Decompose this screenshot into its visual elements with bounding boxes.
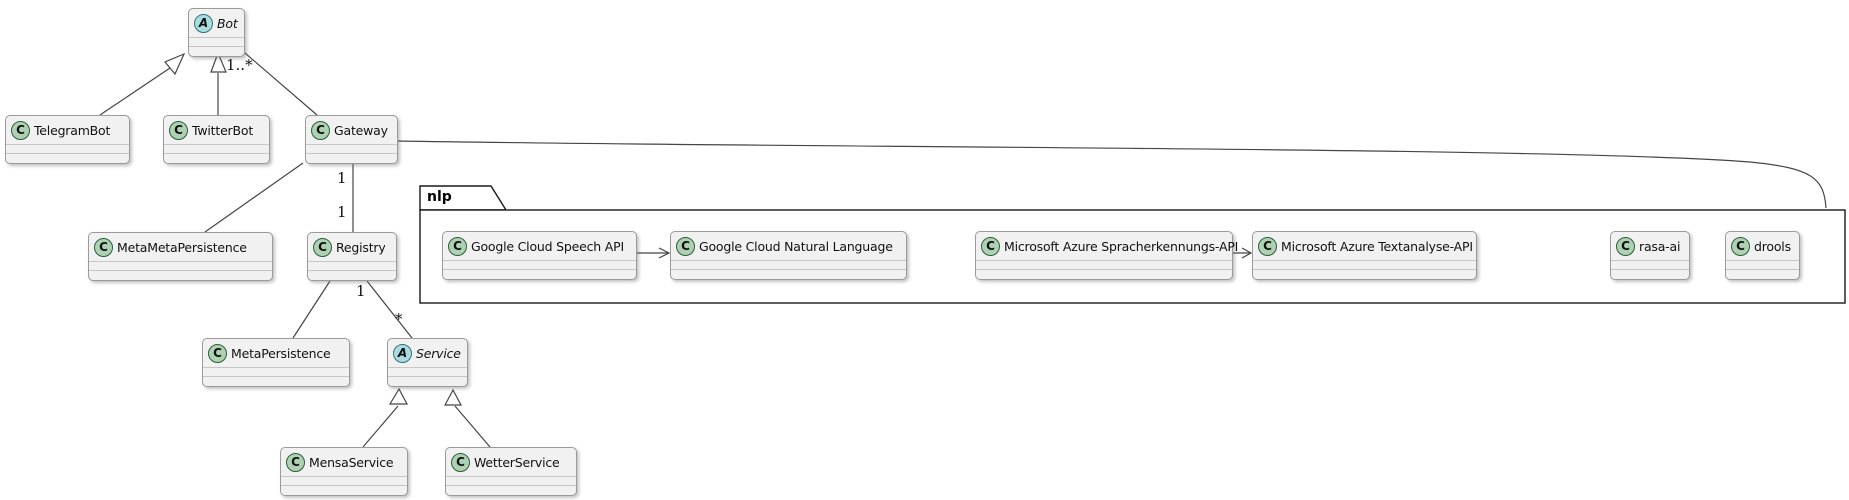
class-name: TwitterBot	[192, 122, 254, 138]
class-icon: C	[451, 452, 470, 472]
class-name: MetaMetaPersistence	[117, 239, 247, 255]
class-icon: C	[94, 237, 113, 257]
class-icon: C	[981, 236, 1000, 256]
multiplicity-label: *	[395, 310, 403, 328]
edge-gateway-metametapersistence	[204, 162, 304, 233]
class-name: Google Cloud Speech API	[471, 238, 624, 254]
abstract-icon: A	[194, 13, 213, 33]
class-name: Microsoft Azure Textanalyse-API	[1281, 238, 1473, 254]
class-name: WetterService	[474, 454, 560, 470]
class-icon: C	[676, 236, 695, 256]
package-nlp-label: nlp	[427, 189, 452, 205]
class-icon: C	[286, 452, 305, 472]
class-name: MensaService	[309, 454, 394, 470]
class-name: Bot	[217, 15, 238, 31]
multiplicity-label: 1	[356, 282, 366, 300]
class-name: Google Cloud Natural Language	[699, 238, 893, 254]
class-icon: C	[1258, 236, 1277, 256]
class-icon: C	[1731, 236, 1750, 256]
edge-registry-service	[366, 280, 413, 339]
edge-telegrambot-bot	[99, 52, 186, 116]
class-name: drools	[1754, 238, 1791, 254]
class-name: MetaPersistence	[231, 345, 331, 361]
class-name: TelegramBot	[34, 122, 111, 138]
edge-spracherkennung-textanalyse	[1233, 247, 1253, 259]
edge-wetterservice-service	[444, 388, 491, 448]
class-icon: C	[313, 237, 332, 257]
multiplicity-label: 1	[337, 203, 347, 221]
edge-twitterbot-bot	[210, 51, 227, 115]
class-icon: C	[169, 120, 188, 140]
edge-bot-gateway	[244, 52, 318, 116]
edge-registry-metapersistence	[292, 280, 331, 339]
class-name: rasa-ai	[1639, 238, 1681, 254]
arrowhead-icon	[1241, 247, 1253, 259]
class-icon: C	[311, 120, 330, 140]
class-name: Microsoft Azure Spracherkennungs-API	[1004, 238, 1239, 254]
class-icon: C	[1616, 236, 1635, 256]
multiplicity-label: 1	[337, 169, 347, 187]
class-icon: C	[208, 343, 227, 363]
edge-mensaservice-service	[362, 387, 408, 448]
arrowhead-icon	[658, 247, 671, 259]
edge-gateway-nlp	[397, 140, 1827, 209]
class-icon: C	[11, 120, 30, 140]
class-name: Registry	[336, 239, 386, 255]
class-name: Gateway	[334, 122, 388, 138]
class-name: Service	[416, 345, 461, 361]
edge-speech-naturallanguage	[637, 247, 671, 259]
multiplicity-label: 1..*	[226, 56, 253, 74]
abstract-icon: A	[393, 343, 412, 363]
class-icon: C	[448, 236, 467, 256]
